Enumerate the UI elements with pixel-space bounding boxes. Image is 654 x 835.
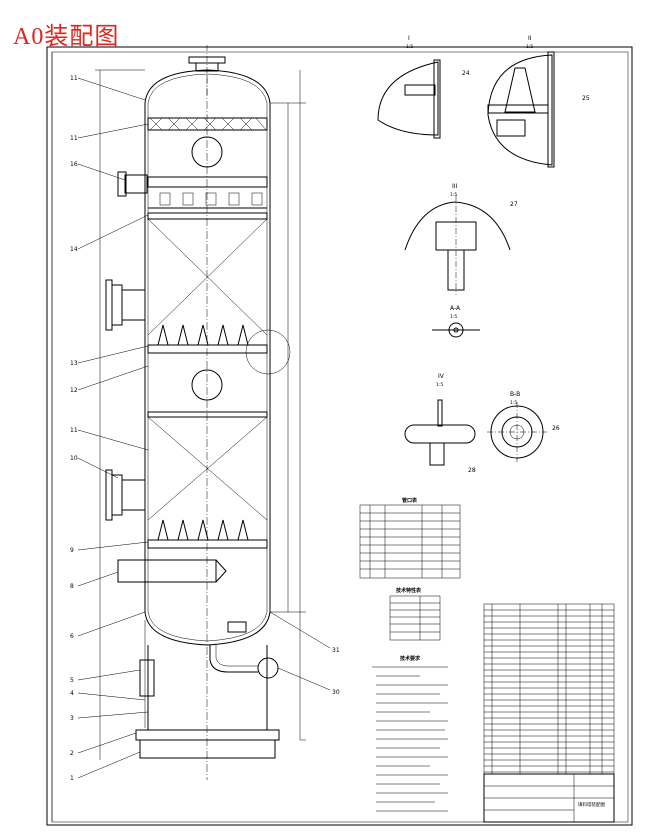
part-num: 8 [70,583,74,590]
section-a-a: A-A 1:5 [432,305,480,338]
part-num: 4 [70,690,74,697]
part-number-labels: 11 11 16 14 13 12 11 10 9 8 6 5 4 3 2 1 … [70,75,340,782]
svg-text:III: III [452,183,458,190]
part-num: 10 [70,455,78,462]
inner-border [51,51,629,823]
part-num: 5 [70,677,74,684]
svg-text:I: I [408,35,410,42]
nozzle-table: 管口表 [359,497,461,579]
svg-text:II: II [528,35,532,42]
part-num: 6 [70,633,74,640]
part-num: 1 [70,775,74,782]
part-num: 11 [70,427,78,434]
part-num: 13 [70,360,78,367]
part-num: 11 [70,75,78,82]
detail-view-ii: II 1:5 25 [487,35,590,168]
svg-text:27: 27 [510,201,518,208]
title-block: 填料塔装配图 [483,773,615,823]
part-num: 9 [70,547,74,554]
svg-text:1:5: 1:5 [510,400,517,406]
svg-text:1:5: 1:5 [450,192,457,198]
technical-requirements: 技术要求 [372,655,448,812]
part-leaders [77,77,331,779]
part-num: 31 [332,647,340,654]
column-elevation [95,45,306,780]
svg-text:技术要求: 技术要求 [400,655,421,662]
part-num: 30 [332,689,340,696]
svg-text:1:5: 1:5 [450,314,457,320]
part-num: 3 [70,715,74,722]
detail-view-iv: IV 1:5 28 [404,373,476,474]
svg-text:B-B: B-B [510,391,520,398]
svg-text:24: 24 [462,70,470,77]
title-block-label: 填料塔装配图 [578,801,605,808]
svg-text:A-A: A-A [450,305,461,312]
detail-view-iii: III 1:5 27 [404,183,518,295]
part-num: 12 [70,387,78,394]
part-num: 16 [70,161,78,168]
svg-text:28: 28 [468,467,476,474]
parts-list [483,603,615,775]
svg-text:技术特性表: 技术特性表 [396,587,422,594]
svg-text:1:5: 1:5 [406,44,413,50]
sheet-title: A0装配图 [13,24,120,50]
svg-text:管口表: 管口表 [402,497,418,504]
tech-characteristics-table: 技术特性表 [389,587,441,641]
svg-text:1:5: 1:5 [436,382,443,388]
svg-text:26: 26 [552,425,560,432]
part-num: 2 [70,750,74,757]
svg-text:1:5: 1:5 [526,44,533,50]
svg-text:25: 25 [582,95,590,102]
part-num: 14 [70,246,78,253]
detail-view-i: I 1:5 24 [377,35,470,139]
outer-border [46,46,633,826]
part-num: 11 [70,135,78,142]
svg-text:IV: IV [438,373,445,380]
section-b-b: B-B 1:5 26 [487,391,560,462]
